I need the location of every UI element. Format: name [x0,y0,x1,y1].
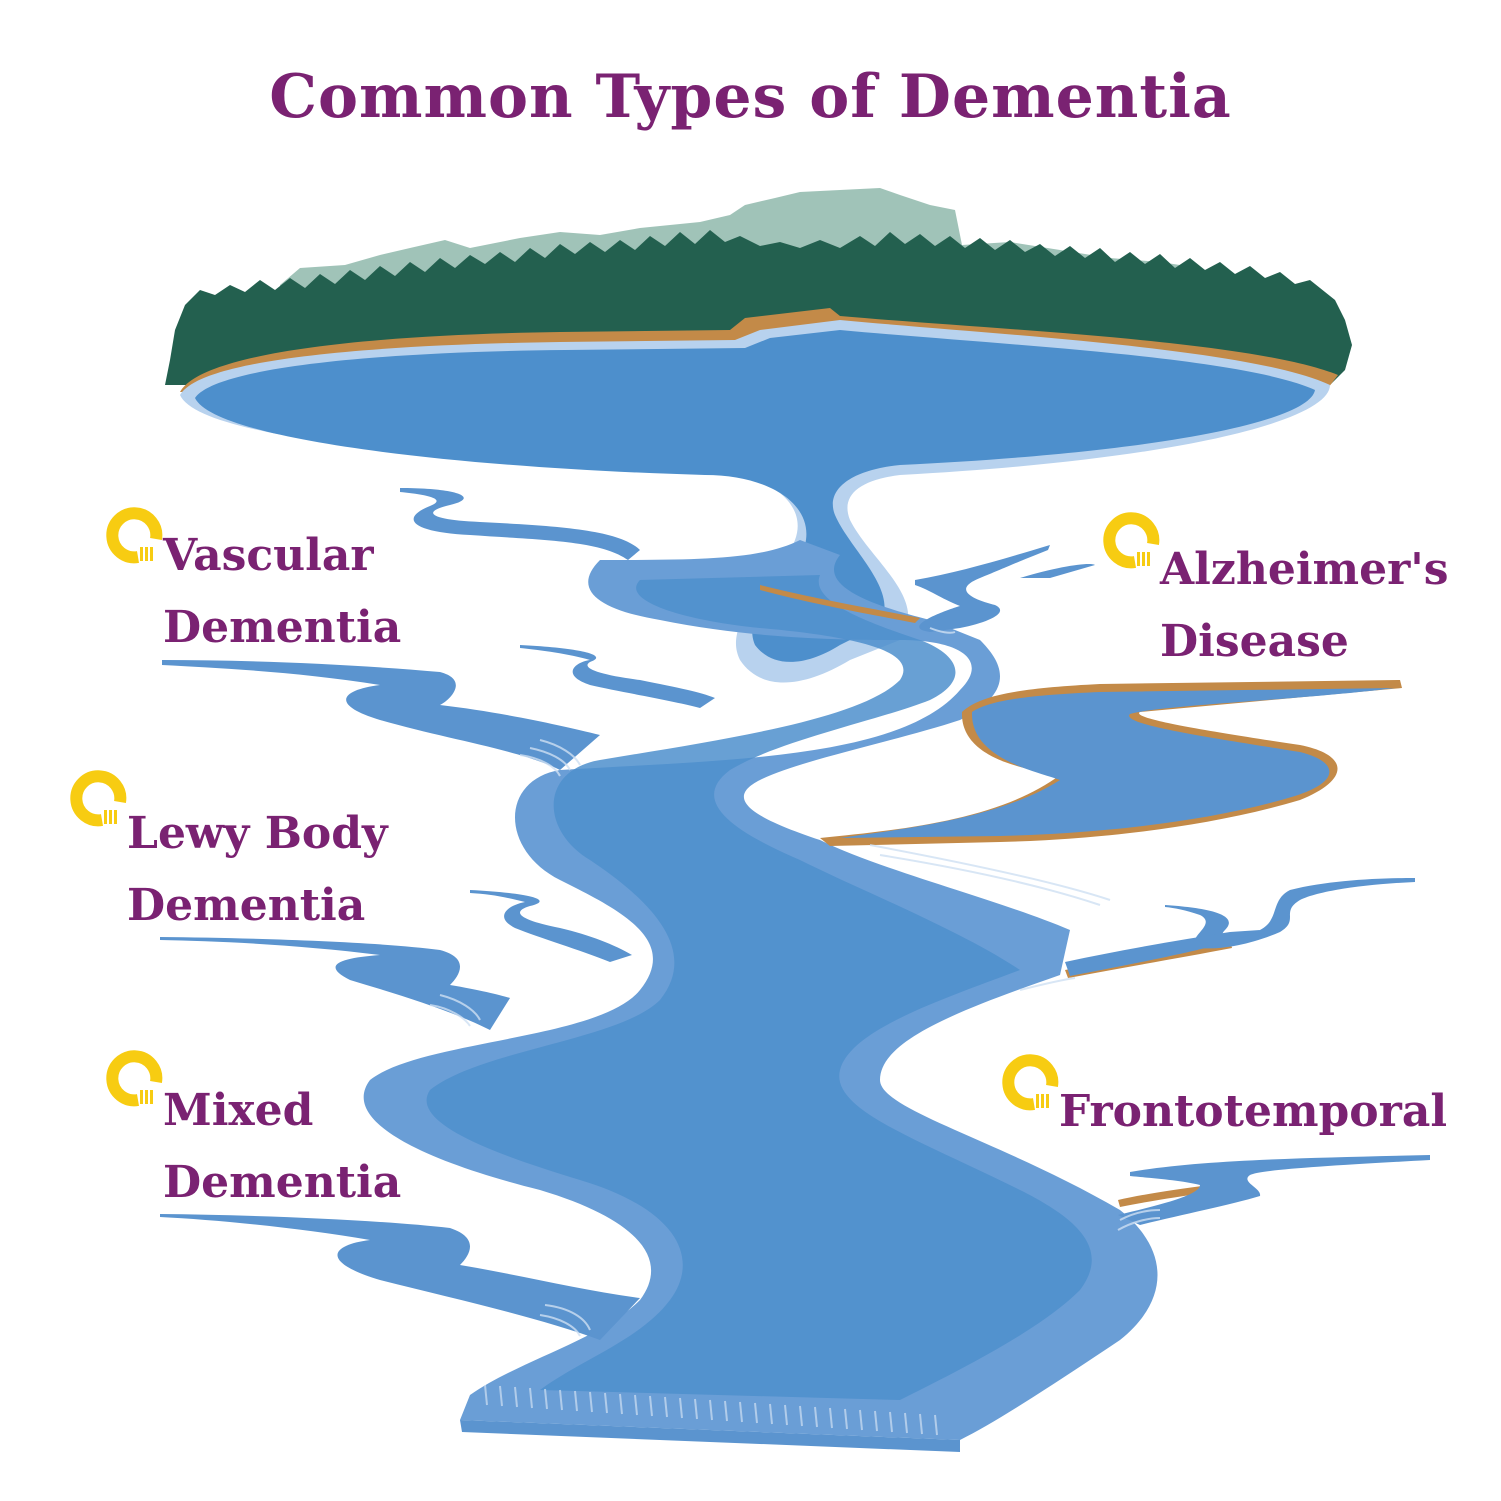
label-frontotemporal: Frontotemporal [1059,1076,1447,1148]
left-tributaries [160,488,715,1340]
label-alzheimers-line1: Alzheimer's [1160,544,1449,595]
label-lewy-line1: Lewy Body [127,808,388,859]
ring-marker-icon [1002,1054,1059,1111]
label-alzheimers-line2: Disease [1160,616,1349,667]
label-lewy-body-dementia: Lewy Body Dementia [127,798,388,942]
lake-water [195,330,1315,662]
label-mixed-line1: Mixed [163,1085,314,1136]
river-core [426,575,1092,1400]
label-frontotemporal-line1: Frontotemporal [1059,1086,1448,1137]
ring-marker-icon [106,1050,163,1107]
river-foam [484,1384,938,1436]
ripples [429,627,1161,1337]
river-edge [460,1420,960,1452]
label-vascular-line1: Vascular [163,530,374,581]
label-vascular-line2: Dementia [163,602,402,653]
right-tributaries [760,545,1430,1225]
label-lewy-line2: Dementia [127,880,366,931]
label-mixed-line2: Dementia [163,1157,402,1208]
ring-marker-icon [1103,512,1160,569]
page-title: Common Types of Dementia [269,62,1232,132]
ring-marker-icon [106,507,163,564]
label-alzheimers-disease: Alzheimer's Disease [1160,534,1449,678]
label-vascular-dementia: Vascular Dementia [163,520,401,664]
label-mixed-dementia: Mixed Dementia [163,1075,401,1219]
ring-marker-icon [70,770,127,827]
